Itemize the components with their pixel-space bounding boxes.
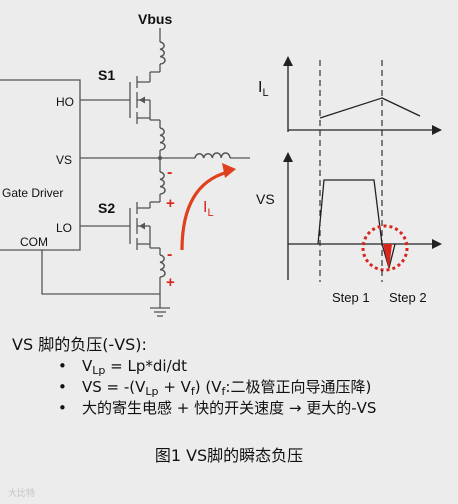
- current-arrow-head: [222, 163, 236, 178]
- vbus-label: Vbus: [138, 11, 172, 27]
- mosfet-s1: [129, 72, 151, 124]
- current-path-arrow: [180, 170, 229, 251]
- il-waveform-axes: [287, 64, 438, 132]
- pin-vs-label: VS: [56, 153, 72, 167]
- s2-label: S2: [98, 200, 115, 216]
- bullet: •: [58, 357, 67, 375]
- polarity-minus-bottom: -: [167, 246, 172, 263]
- gate-driver-label: Gate Driver: [2, 186, 63, 200]
- vs-negative-spike: [383, 244, 392, 270]
- spike-highlight-circle: [361, 224, 409, 272]
- wires: [41, 28, 250, 308]
- parasitic-inductor-s1-source: [159, 127, 166, 151]
- figure-caption: 图1 VS脚的瞬态负压: [154, 446, 304, 465]
- mosfet-s2: [129, 202, 151, 250]
- parasitic-inductor-s2-drain: [159, 171, 166, 195]
- polarity-plus-top: +: [166, 195, 175, 212]
- ground-icon: [150, 307, 170, 317]
- parasitic-inductor-top: [159, 41, 166, 65]
- il-y-arrow: [283, 56, 293, 66]
- mosfet-s2-arrow: [139, 222, 145, 230]
- s1-label: S1: [98, 67, 115, 83]
- pin-ho-label: HO: [56, 95, 74, 109]
- step-markers: [319, 60, 383, 282]
- bullet: •: [58, 378, 67, 396]
- watermark-logo: 大比特: [8, 489, 36, 499]
- vs-x-arrow: [432, 239, 442, 249]
- vs-waveform-axes: [287, 160, 438, 280]
- mosfet-s1-arrow: [139, 96, 145, 104]
- il-x-arrow: [432, 125, 442, 135]
- vs-axis-label: VS: [256, 191, 275, 207]
- notes-item-inductance-voltage: • VLp = Lp*di/dt: [58, 357, 188, 377]
- il-trace: [319, 97, 421, 119]
- current-label-il: IL: [203, 199, 214, 219]
- notes-list: • VLp = Lp*di/dt • VS = -(VLp + Vf) (Vf:…: [12, 356, 452, 419]
- pin-com-label: COM: [20, 235, 48, 249]
- polarity-minus-top: -: [167, 164, 172, 181]
- step2-label: Step 2: [389, 290, 427, 305]
- vs-trace: [317, 179, 396, 271]
- notes-block: VS 脚的负压(-VS): • VLp = Lp*di/dt • VS = -(…: [12, 334, 452, 419]
- notes-item-conclusion: • 大的寄生电感 + 快的开关速度 → 更大的-VS: [58, 399, 377, 417]
- il-axis-label: IL: [258, 79, 269, 99]
- notes-item-vs-formula: • VS = -(VLp + Vf) (Vf:二极管正向导通压降): [58, 378, 372, 398]
- parasitic-inductor-s2-source: [159, 254, 166, 278]
- notes-heading: VS 脚的负压(-VS):: [12, 335, 147, 354]
- polarity-plus-bottom: +: [166, 274, 175, 291]
- bullet: •: [58, 399, 67, 417]
- pin-lo-label: LO: [56, 221, 72, 235]
- vs-node-dot: [158, 156, 162, 160]
- vs-y-arrow: [283, 152, 293, 162]
- gate-driver-block: [0, 79, 81, 251]
- load-inductor: [194, 152, 231, 159]
- step1-label: Step 1: [332, 290, 370, 305]
